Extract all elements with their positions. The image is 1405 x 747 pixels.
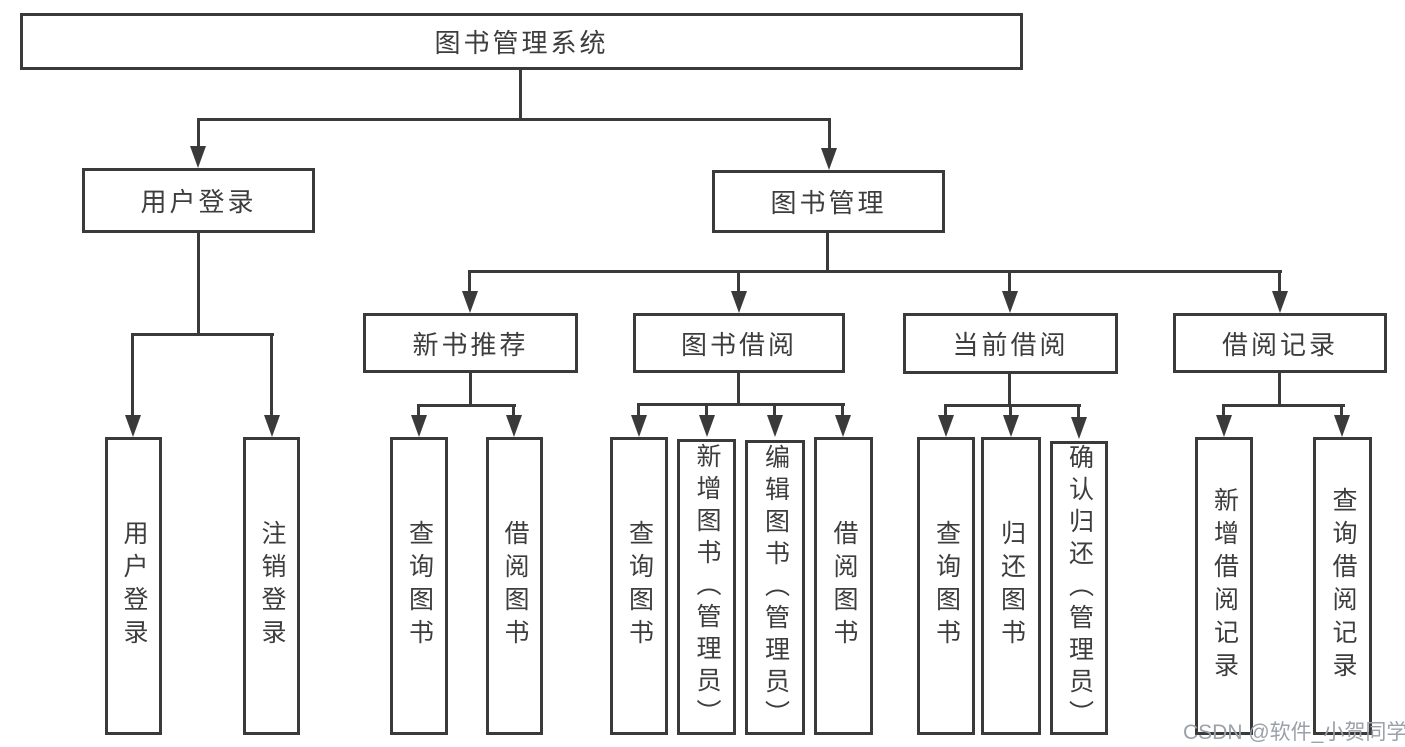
connector-line <box>131 333 134 417</box>
arrow-down-icon <box>1272 291 1288 313</box>
connector-line <box>1009 404 1012 417</box>
arrow-down-icon <box>190 146 206 168</box>
leaf-query-books: 查询图书 <box>610 437 668 735</box>
connector-line <box>773 403 776 417</box>
connector-line <box>1008 373 1011 407</box>
connector-line <box>468 270 471 293</box>
watermark: CSDN @软件_小贺同学 <box>1183 721 1405 744</box>
connector-line <box>1222 404 1345 407</box>
connector-line <box>1278 373 1281 407</box>
leaf-user-login: 用户登录 <box>105 437 162 735</box>
connector-line <box>1278 270 1281 293</box>
connector-line <box>828 118 831 150</box>
connector-line <box>826 233 829 273</box>
node-current-borrowing: 当前借阅 <box>903 313 1118 374</box>
connector-line <box>197 118 200 148</box>
connector-line <box>737 373 740 406</box>
node-user-login: 用户登录 <box>82 168 315 233</box>
arrow-down-icon <box>835 415 851 437</box>
connector-line <box>841 403 844 417</box>
connector-line <box>417 404 420 417</box>
arrow-down-icon <box>767 415 783 437</box>
connector-line <box>737 270 740 293</box>
connector-line <box>637 403 845 406</box>
arrow-down-icon <box>506 415 522 437</box>
arrow-down-icon <box>631 415 647 437</box>
connector-line <box>1222 404 1225 417</box>
leaf-edit-book-admin: 编辑图书（管理员） <box>745 440 805 735</box>
leaf-borrow-books: 借阅图书 <box>814 437 873 735</box>
connector-line <box>417 404 516 407</box>
arrow-down-icon <box>411 415 427 437</box>
connector-line <box>944 404 1081 407</box>
leaf-add-borrow-record: 新增借阅记录 <box>1195 437 1253 735</box>
arrow-down-icon <box>938 415 954 437</box>
node-book-borrowing: 图书借阅 <box>633 313 845 373</box>
connector-line <box>468 270 1282 273</box>
leaf-query-books: 查询图书 <box>390 437 448 735</box>
arrow-down-icon <box>125 415 141 437</box>
connector-line <box>1077 404 1080 417</box>
arrow-down-icon <box>264 415 280 437</box>
connector-line <box>944 404 947 417</box>
leaf-return-books: 归还图书 <box>981 437 1041 735</box>
connector-line <box>469 373 472 407</box>
connector-line <box>197 233 200 336</box>
arrow-down-icon <box>1002 291 1018 313</box>
connector-line <box>519 70 522 121</box>
connector-line <box>197 118 831 121</box>
arrow-down-icon <box>699 415 715 437</box>
connector-line <box>637 403 640 417</box>
connector-line <box>1008 270 1011 293</box>
connector-line <box>705 403 708 417</box>
leaf-borrow-books: 借阅图书 <box>486 437 543 735</box>
arrow-down-icon <box>821 148 837 170</box>
node-root: 图书管理系统 <box>20 13 1023 70</box>
node-book-management: 图书管理 <box>712 170 945 233</box>
leaf-add-book-admin: 新增图书（管理员） <box>677 439 736 735</box>
arrow-down-icon <box>731 291 747 313</box>
connector-line <box>512 404 515 417</box>
leaf-query-borrow-record: 查询借阅记录 <box>1313 437 1372 735</box>
connector-line <box>131 333 274 336</box>
leaf-logout: 注销登录 <box>243 437 300 735</box>
leaf-confirm-return-admin: 确认归还（管理员） <box>1050 441 1108 735</box>
arrow-down-icon <box>1071 417 1087 439</box>
arrow-down-icon <box>1334 415 1350 437</box>
node-new-book-recommendation: 新书推荐 <box>363 313 578 373</box>
arrow-down-icon <box>1216 415 1232 437</box>
node-borrowing-records: 借阅记录 <box>1173 313 1387 373</box>
arrow-down-icon <box>462 291 478 313</box>
arrow-down-icon <box>1003 415 1019 437</box>
connector-line <box>270 333 273 417</box>
leaf-query-books: 查询图书 <box>917 437 975 735</box>
connector-line <box>1340 404 1343 417</box>
